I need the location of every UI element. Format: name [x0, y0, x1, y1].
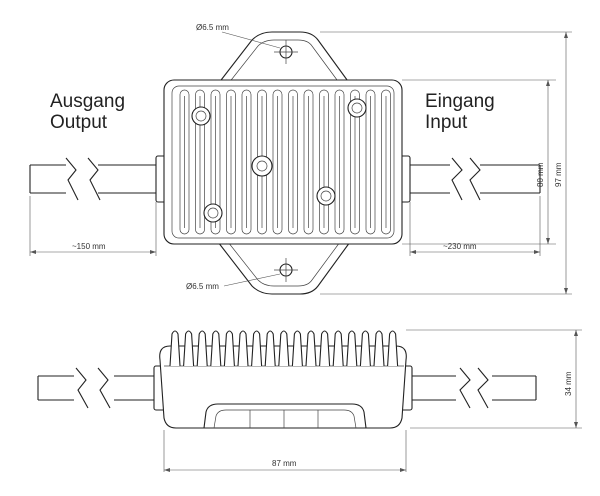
regulator-body-top: [163, 79, 403, 245]
side-fin: [196, 330, 208, 367]
fin: [226, 89, 236, 235]
side-fin: [373, 330, 385, 367]
fin: [350, 89, 360, 235]
side-input-cable: [408, 367, 537, 409]
fin: [288, 89, 298, 235]
right-cable-dimension: ~230 mm: [443, 242, 477, 251]
side-fin: [346, 330, 358, 367]
total-height-dimension: 97 mm: [554, 162, 563, 187]
cooling-fins-side: [169, 330, 399, 367]
side-fin: [359, 330, 371, 367]
side-fin: [223, 330, 235, 367]
screw-heads: [191, 98, 367, 223]
side-fin: [332, 330, 344, 367]
left-cable-dimension: ~150 mm: [72, 242, 106, 251]
fin: [303, 89, 314, 235]
top-view: Ausgang Output Eingang Input Ø6.5 mm Ø6.…: [29, 23, 572, 295]
fin: [210, 89, 221, 235]
fin: [381, 89, 391, 235]
side-fin: [305, 330, 317, 367]
fin: [334, 89, 345, 235]
side-fin: [251, 330, 263, 367]
cooling-fins-top: [179, 89, 391, 235]
fin: [195, 89, 205, 235]
side-fin: [183, 330, 195, 367]
input-label-de: Eingang: [425, 91, 495, 112]
side-fin: [264, 330, 276, 367]
fin: [319, 89, 329, 235]
mounting-flange-bottom: [216, 241, 352, 295]
output-label-en: Output: [50, 112, 108, 133]
output-label-de: Ausgang: [50, 91, 125, 112]
side-height-dimension: 34 mm: [564, 371, 573, 396]
side-fin: [169, 330, 181, 367]
side-view: 87 mm 34 mm: [37, 329, 582, 472]
side-fin: [291, 330, 303, 367]
regulator-body-side: [159, 345, 407, 429]
fin: [241, 89, 252, 235]
fin: [179, 89, 190, 235]
fin: [272, 89, 283, 235]
hole-bottom-dimension: Ø6.5 mm: [186, 282, 219, 291]
side-fin: [387, 330, 399, 367]
side-fin: [278, 330, 290, 367]
input-cable: [404, 157, 541, 201]
input-label-en: Input: [425, 112, 468, 133]
side-fin: [210, 330, 222, 367]
side-fin: [319, 330, 331, 367]
output-cable: [29, 157, 162, 201]
side-fin: [237, 330, 249, 367]
inner-height-dimension: 80 mm: [536, 162, 545, 187]
side-output-cable: [37, 367, 160, 409]
fin: [365, 89, 376, 235]
width-dimension: 87 mm: [272, 459, 297, 468]
hole-top-dimension: Ø6.5 mm: [196, 23, 229, 32]
